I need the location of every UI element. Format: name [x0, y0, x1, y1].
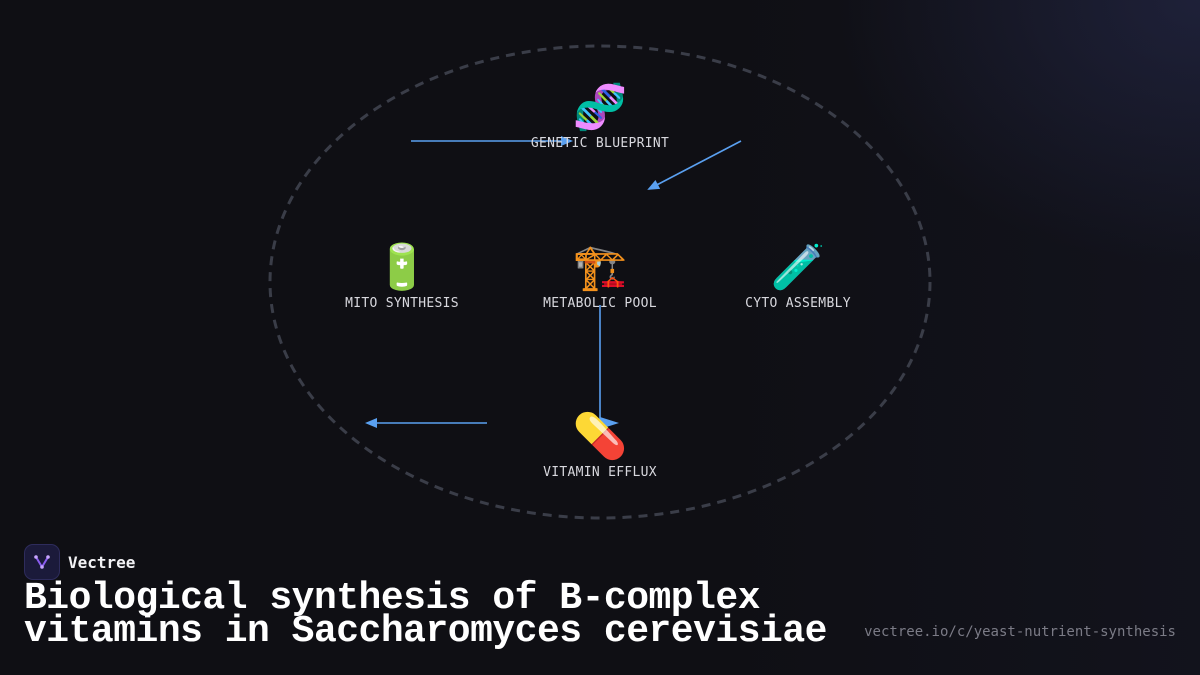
arrow-to-metabolic-pool	[647, 140, 742, 190]
brand[interactable]: Vectree	[24, 544, 135, 580]
node-label: VITAMIN EFFLUX	[543, 465, 657, 480]
pill-icon: 💊	[572, 411, 628, 462]
source-url[interactable]: vectree.io/c/yeast-nutrient-synthesis	[864, 624, 1176, 640]
vectree-logo-icon	[24, 544, 60, 580]
dna-icon: 🧬	[572, 82, 628, 133]
node-cyto-assembly[interactable]: 🧪 CYTO ASSEMBLY	[708, 242, 888, 311]
node-mito-synthesis[interactable]: 🔋 MITO SYNTHESIS	[312, 242, 492, 311]
node-label: CYTO ASSEMBLY	[745, 296, 851, 311]
node-label: GENETIC BLUEPRINT	[530, 136, 670, 151]
node-label: MITO SYNTHESIS	[345, 296, 459, 311]
test-tube-icon: 🧪	[770, 242, 826, 293]
arrowhead-vitamin-efflux	[600, 417, 619, 429]
brand-name: Vectree	[68, 552, 136, 572]
construction-crane-icon: 🏗️	[572, 242, 628, 293]
page-title: Biological synthesis of B-complex vitami…	[24, 577, 827, 653]
cycle-ring	[268, 44, 932, 520]
node-genetic-blueprint[interactable]: 🧬 GENETIC BLUEPRINT	[510, 82, 690, 151]
node-label: METABOLIC POOL	[543, 296, 657, 311]
node-metabolic-pool[interactable]: 🏗️ METABOLIC POOL	[510, 242, 690, 311]
node-vitamin-efflux[interactable]: 💊 VITAMIN EFFLUX	[510, 411, 690, 480]
battery-icon: 🔋	[374, 242, 430, 293]
